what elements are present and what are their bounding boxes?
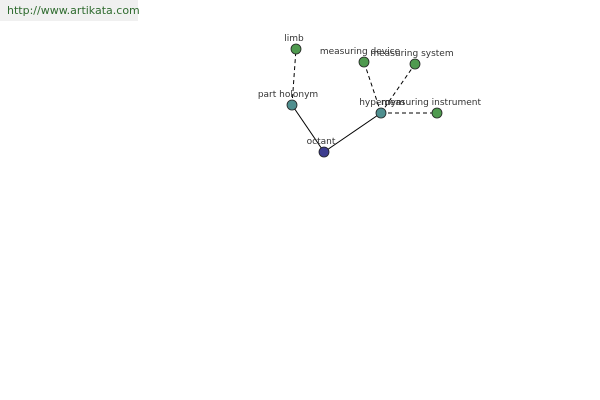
edge-hypernym-measuring-device bbox=[363, 61, 382, 114]
node-measuring-instrument[interactable] bbox=[431, 107, 443, 119]
node-label-octant[interactable]: octant bbox=[307, 137, 336, 147]
node-label-hypernym[interactable]: hypernym bbox=[359, 98, 405, 108]
node-label-part-holonym[interactable]: part holonym bbox=[258, 90, 318, 100]
node-hypernym[interactable] bbox=[375, 107, 387, 119]
node-label-measuring-device[interactable]: measuring device bbox=[320, 47, 401, 57]
edge-octant-part-holonym bbox=[291, 104, 325, 153]
edge-hypernym-measuring-system bbox=[380, 63, 416, 114]
node-label-measuring-system[interactable]: measuring system bbox=[370, 49, 453, 59]
url-link[interactable]: http://www.artikata.com bbox=[7, 4, 140, 17]
node-part-holonym[interactable] bbox=[286, 99, 298, 111]
node-measuring-device[interactable] bbox=[358, 56, 370, 68]
node-label-limb[interactable]: limb bbox=[284, 34, 304, 44]
node-measuring-system[interactable] bbox=[409, 58, 421, 70]
node-label-measuring-instrument[interactable]: measuring instrument bbox=[381, 98, 482, 108]
url-banner: http://www.artikata.com bbox=[0, 0, 140, 21]
node-limb[interactable] bbox=[290, 43, 302, 55]
edge-octant-hypernym bbox=[323, 112, 382, 153]
edges-layer bbox=[291, 48, 437, 153]
nodes-layer bbox=[286, 43, 443, 158]
edge-part-holonym-limb bbox=[291, 48, 297, 106]
node-octant[interactable] bbox=[318, 146, 330, 158]
